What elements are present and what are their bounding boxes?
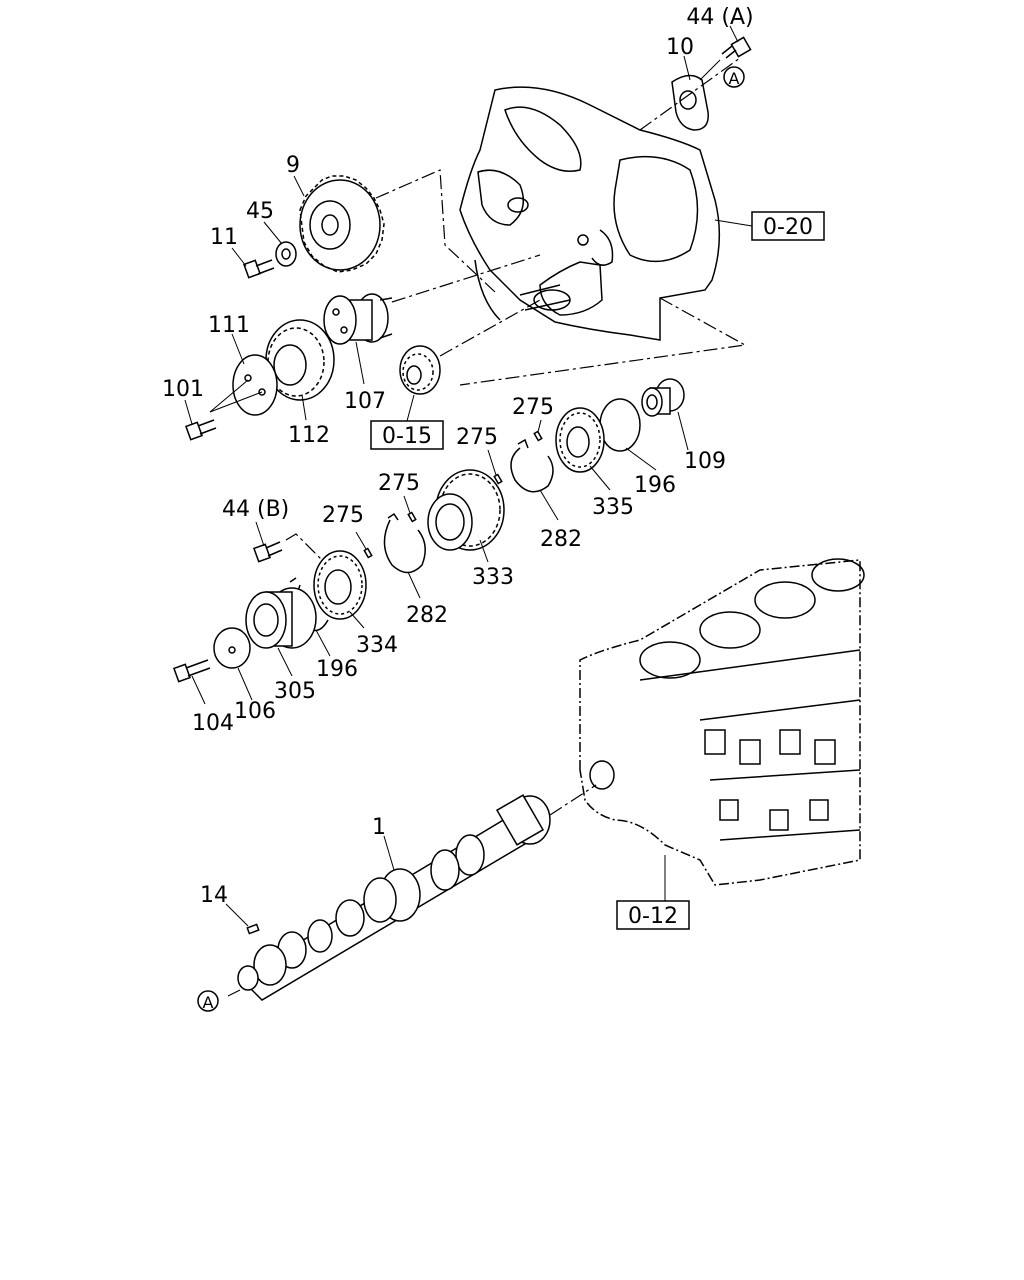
leader-lines [184,25,739,927]
bolt-part-44b [253,541,283,563]
svg-text:0-12: 0-12 [628,904,678,929]
reference-box-0-15: 0-15 [370,420,444,450]
svg-text:A: A [729,69,740,88]
bolt-part-44a [721,36,752,59]
bolt-part-104 [173,659,211,683]
idler-shaft-part-107 [323,293,393,345]
callout-45: 45 [246,199,274,224]
callout-109: 109 [684,449,726,474]
callout-111: 111 [208,313,250,338]
callout-333: 333 [472,565,514,590]
part-callouts: 44 (A) 10 9 45 11 111 101 112 107 275 27… [162,5,754,908]
callout-11: 11 [210,225,238,250]
timing-gear-case [459,86,721,341]
crank-gear-ref-0-15 [399,345,441,395]
camshaft-part-1 [237,794,551,1001]
washer-part-45 [275,241,297,267]
snap-ring-part-196a [599,398,641,452]
callout-196b: 196 [316,657,358,682]
camshaft-gear-part-333 [427,469,505,551]
pin-part-275c [407,511,417,523]
cylinder-block [579,558,865,886]
callout-196a: 196 [634,473,676,498]
gear-part-334 [313,550,367,620]
pin-part-275d [363,547,373,559]
callout-112: 112 [288,423,330,448]
svg-text:0-20: 0-20 [763,215,813,240]
callout-10: 10 [666,35,694,60]
reference-box-0-20: 0-20 [751,211,825,241]
callout-275c: 275 [378,471,420,496]
callout-44b: 44 (B) [222,497,289,522]
callout-275d: 275 [322,503,364,528]
callout-275a: 275 [512,395,554,420]
callout-334: 334 [356,633,398,658]
marker-a-bottom: A [197,990,219,1012]
callout-104: 104 [192,711,234,736]
gear-part-335 [555,407,605,473]
callout-282a: 282 [540,527,582,552]
washer-part-106 [213,627,251,669]
callout-275b: 275 [456,425,498,450]
bolt-part-101 [185,419,217,441]
callout-9: 9 [286,153,300,178]
callout-107: 107 [344,389,386,414]
hub-part-305 [245,587,317,649]
marker-a-top: A [723,66,745,88]
callout-282b: 282 [406,603,448,628]
callout-14: 14 [200,883,228,908]
oil-hole-cover-part-10 [671,59,721,131]
bolt-part-11 [243,259,275,279]
snap-ring-part-282b [383,512,426,574]
svg-text:A: A [203,993,214,1012]
callout-101: 101 [162,377,204,402]
idler-gear-part-112 [265,319,335,401]
thrust-plate-part-111 [232,354,278,416]
callout-305: 305 [274,679,316,704]
bushing-part-109 [641,378,685,417]
key-part-14 [246,923,260,935]
callout-106: 106 [234,699,276,724]
reference-box-0-12: 0-12 [616,900,690,930]
callout-1: 1 [372,815,386,840]
callout-335: 335 [592,495,634,520]
svg-text:0-15: 0-15 [382,424,432,449]
pin-part-275a [533,430,543,442]
pin-part-275b [493,473,503,485]
idler-gear-part-9 [299,175,385,273]
callout-44a: 44 (A) [686,5,753,30]
snap-ring-part-282a [510,438,554,493]
